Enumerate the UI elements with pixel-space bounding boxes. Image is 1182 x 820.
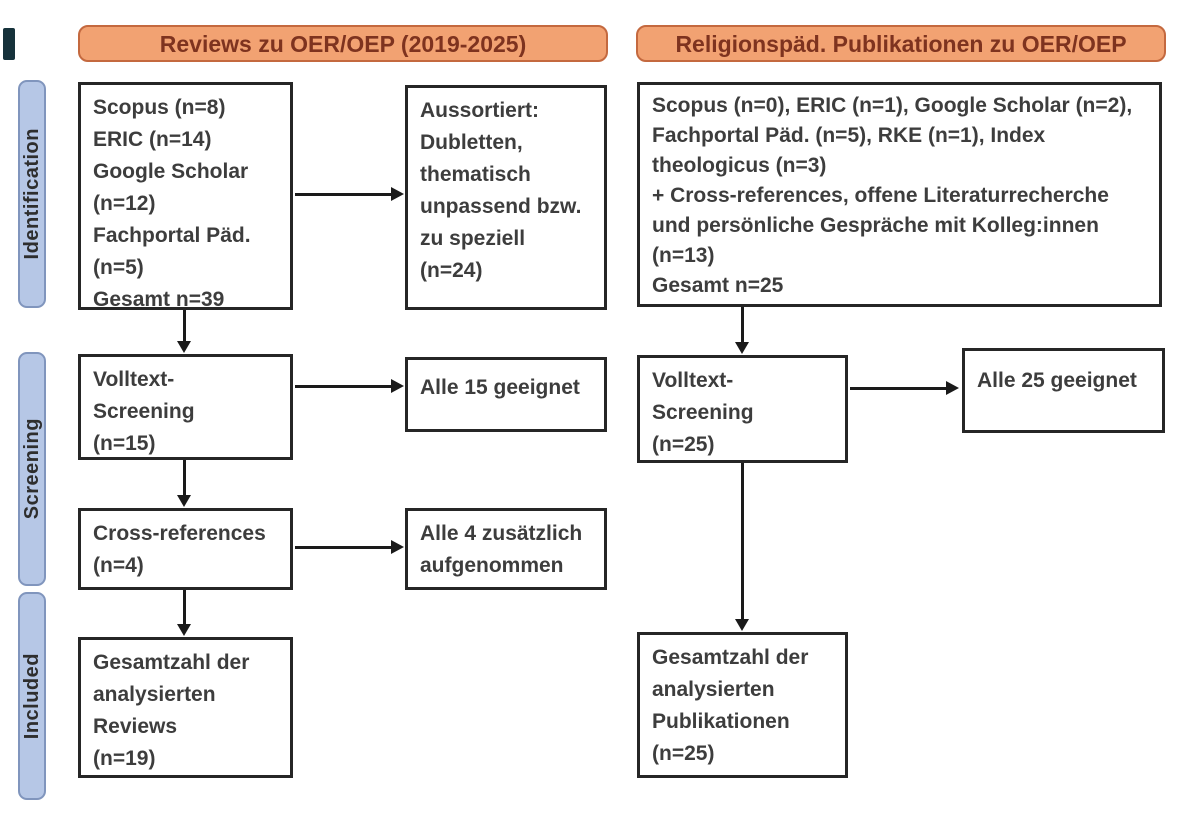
arrow-right-sources-to-fulltext — [735, 307, 749, 354]
stage-identification-label: Identification — [20, 128, 43, 260]
arrow-right-fulltext-to-total — [735, 463, 749, 631]
stage-included-label: Included — [20, 652, 43, 740]
arrow-left-crossref-to-total — [177, 590, 191, 636]
stage-screening-label: Screening — [20, 418, 43, 520]
arrow-left-sources-to-fulltext — [177, 310, 191, 353]
arrow-left-fulltext-to-result — [295, 379, 404, 393]
box-left-fulltext-screening: Volltext- Screening (n=15) — [78, 354, 293, 460]
arrow-left-fulltext-to-crossref — [177, 460, 191, 507]
box-right-fulltext-result: Alle 25 geeignet — [962, 348, 1165, 433]
stage-screening: Screening — [18, 352, 46, 586]
box-left-crossref-result: Alle 4 zusätzlich aufgenommen — [405, 508, 607, 590]
banner-religionspaed: Religionspäd. Publikationen zu OER/OEP — [636, 25, 1166, 62]
stage-identification: Identification — [18, 80, 46, 308]
box-right-sources: Scopus (n=0), ERIC (n=1), Google Scholar… — [637, 82, 1162, 307]
arrow-left-sources-to-excluded — [295, 187, 404, 201]
stage-included: Included — [18, 592, 46, 800]
corner-artifact — [3, 28, 15, 60]
box-right-total: Gesamtzahl der analysierten Publikatione… — [637, 632, 848, 778]
box-left-crossref: Cross-references (n=4) — [78, 508, 293, 590]
banner-reviews: Reviews zu OER/OEP (2019-2025) — [78, 25, 608, 62]
arrow-left-crossref-to-result — [295, 540, 404, 554]
box-left-fulltext-result: Alle 15 geeignet — [405, 357, 607, 432]
box-left-excluded: Aussortiert: Dubletten, thematisch unpas… — [405, 85, 607, 310]
box-left-total: Gesamtzahl der analysierten Reviews (n=1… — [78, 637, 293, 778]
box-left-sources: Scopus (n=8) ERIC (n=14) Google Scholar … — [78, 82, 293, 311]
box-right-fulltext-screening: Volltext- Screening (n=25) — [637, 355, 848, 463]
arrow-right-fulltext-to-result — [850, 381, 959, 395]
